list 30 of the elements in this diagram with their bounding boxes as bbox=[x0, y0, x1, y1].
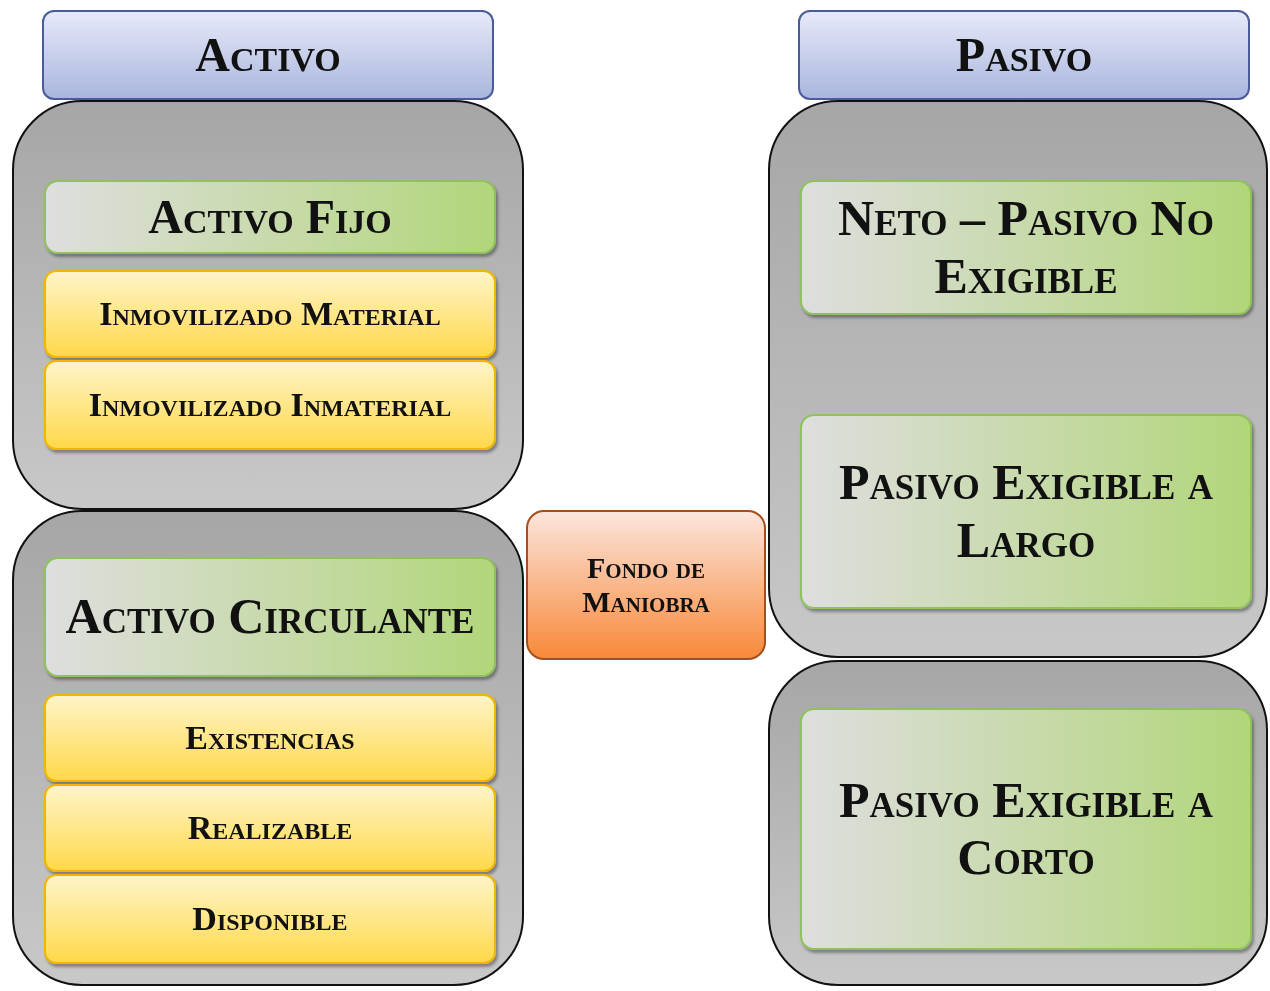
heading-text: Activo bbox=[194, 27, 342, 83]
result-banner bbox=[526, 510, 766, 660]
result-text: Fondo de Maniobra bbox=[581, 550, 711, 620]
group-panel bbox=[768, 660, 1268, 986]
group-panel bbox=[768, 100, 1268, 658]
section-text: Activo Circulante bbox=[64, 588, 476, 646]
section-banner bbox=[44, 180, 496, 254]
item-text: Inmovilizado Inmaterial bbox=[87, 385, 453, 425]
heading-text: Pasivo bbox=[954, 27, 1094, 83]
item-text: Existencias bbox=[184, 718, 356, 758]
item-banner bbox=[44, 784, 496, 872]
section-text: Pasivo Exigible a Corto bbox=[837, 771, 1215, 887]
group-panel bbox=[12, 100, 524, 510]
item-text: Disponible bbox=[191, 899, 349, 939]
heading-banner bbox=[42, 10, 494, 100]
item-banner bbox=[44, 270, 496, 358]
section-banner bbox=[800, 708, 1252, 950]
item-text: Inmovilizado Material bbox=[98, 294, 442, 334]
group-panel bbox=[12, 510, 524, 986]
item-banner bbox=[44, 694, 496, 782]
heading-banner bbox=[798, 10, 1250, 100]
section-banner bbox=[800, 414, 1252, 609]
item-text: Realizable bbox=[186, 808, 354, 848]
section-banner bbox=[800, 180, 1252, 315]
section-text: Activo Fijo bbox=[147, 189, 393, 245]
section-banner bbox=[44, 557, 496, 677]
section-text: Pasivo Exigible a Largo bbox=[837, 454, 1215, 569]
section-text: Neto – Pasivo No Exigible bbox=[837, 190, 1215, 305]
item-banner bbox=[44, 874, 496, 964]
item-banner bbox=[44, 360, 496, 450]
